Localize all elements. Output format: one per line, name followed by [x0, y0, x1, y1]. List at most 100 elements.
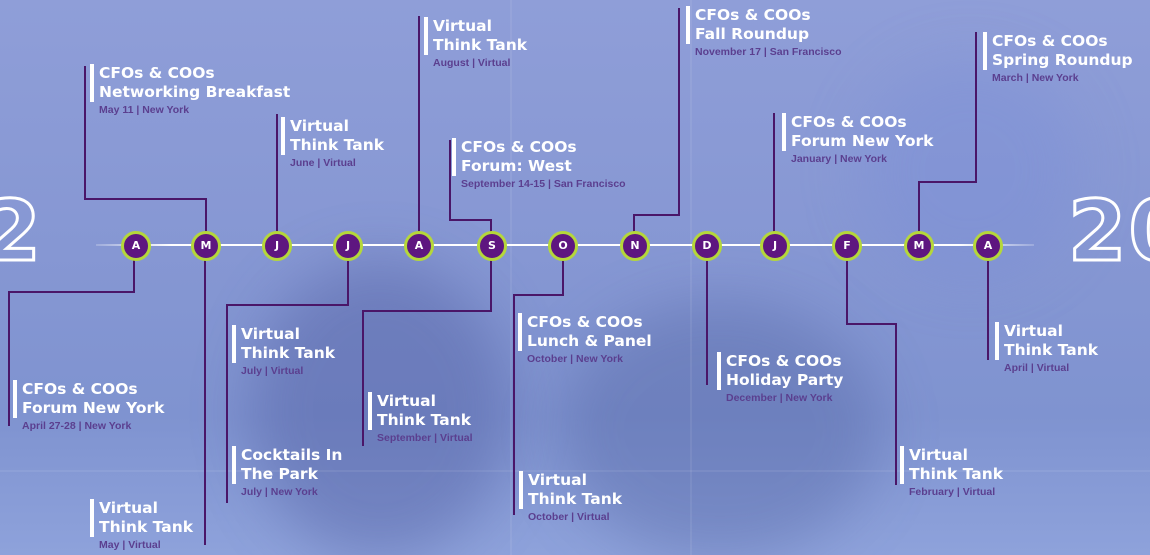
event-date: September 14-15 | San Francisco [461, 178, 626, 190]
event-date: September | Virtual [377, 432, 473, 444]
connector [918, 182, 920, 245]
event-holiday-party[interactable]: CFOs & COOs Holiday Party December | New… [717, 352, 843, 404]
event-title-line1: Cocktails In [241, 446, 343, 464]
event-title-line2: Fall Roundup [695, 25, 810, 43]
month-node-november[interactable]: N [620, 231, 650, 261]
event-title-line1: Virtual [241, 325, 300, 343]
event-lunch-and-panel[interactable]: CFOs & COOs Lunch & Panel October | New … [518, 313, 652, 365]
event-date: February | Virtual [909, 486, 996, 498]
month-node-january[interactable]: J [760, 231, 790, 261]
event-title-line1: CFOs & COOs [22, 380, 138, 398]
connector [133, 245, 135, 293]
month-node-june[interactable]: J [262, 231, 292, 261]
month-node-february[interactable]: F [832, 231, 862, 261]
event-title-line2: The Park [241, 465, 318, 483]
connector [226, 304, 349, 306]
event-title-line1: Virtual [909, 446, 968, 464]
event-title-line1: Virtual [290, 117, 349, 135]
connector [418, 16, 420, 245]
month-node-august[interactable]: A [404, 231, 434, 261]
connector [84, 198, 206, 200]
event-date: May | Virtual [99, 539, 161, 551]
event-think-tank-october[interactable]: Virtual Think Tank October | Virtual [519, 471, 623, 523]
event-date: October | New York [527, 353, 623, 365]
month-node-july[interactable]: J [333, 231, 363, 261]
event-title-line2: Forum New York [22, 399, 165, 417]
month-node-september[interactable]: S [477, 231, 507, 261]
event-date: April 27-28 | New York [22, 420, 132, 432]
event-title-line2: Think Tank [528, 490, 623, 508]
event-title-line1: Virtual [99, 499, 158, 517]
event-title-line1: Virtual [528, 471, 587, 489]
event-title-line1: CFOs & COOs [726, 352, 842, 370]
event-forum-new-york-april[interactable]: CFOs & COOs Forum New York April 27-28 |… [13, 380, 165, 432]
event-title-line2: Lunch & Panel [527, 332, 652, 350]
connector [84, 66, 86, 200]
month-node-october[interactable]: O [548, 231, 578, 261]
event-title-line1: CFOs & COOs [99, 64, 215, 82]
event-date: October | Virtual [528, 511, 610, 523]
event-title-line1: Virtual [377, 392, 436, 410]
event-forum-new-york-january[interactable]: CFOs & COOs Forum New York January | New… [782, 113, 934, 165]
connector [987, 245, 989, 360]
connector [513, 294, 515, 515]
connector [8, 291, 135, 293]
event-fall-roundup[interactable]: CFOs & COOs Fall Roundup November 17 | S… [686, 6, 842, 58]
connector [362, 310, 492, 312]
event-title-line2: Networking Breakfast [99, 83, 291, 101]
event-think-tank-september[interactable]: Virtual Think Tank September | Virtual [368, 392, 473, 444]
event-think-tank-july[interactable]: Virtual Think Tank July | Virtual [232, 325, 336, 377]
connector [633, 215, 635, 245]
event-title-line2: Think Tank [1004, 341, 1099, 359]
event-spring-roundup[interactable]: CFOs & COOs Spring Roundup March | New Y… [983, 32, 1133, 84]
event-title-line2: Think Tank [433, 36, 528, 54]
connector [362, 310, 364, 446]
connector [449, 140, 451, 221]
event-title-line2: Think Tank [377, 411, 472, 429]
event-date: March | New York [992, 72, 1079, 84]
connector [846, 323, 897, 325]
month-node-may[interactable]: M [191, 231, 221, 261]
event-networking-breakfast[interactable]: CFOs & COOs Networking Breakfast May 11 … [90, 64, 291, 116]
event-title-line1: CFOs & COOs [461, 138, 577, 156]
event-date: May 11 | New York [99, 104, 190, 116]
month-node-april-next[interactable]: A [973, 231, 1003, 261]
connector [633, 214, 680, 216]
connector [706, 245, 708, 385]
year-left-label: 22 [0, 181, 43, 282]
connector [276, 114, 278, 245]
event-title-line2: Think Tank [241, 344, 336, 362]
event-title-line2: Think Tank [290, 136, 385, 154]
event-think-tank-june[interactable]: Virtual Think Tank June | Virtual [281, 117, 385, 169]
connector [918, 181, 976, 183]
event-forum-west[interactable]: CFOs & COOs Forum: West September 14-15 … [452, 138, 626, 190]
event-title-line1: CFOs & COOs [992, 32, 1108, 50]
event-think-tank-august[interactable]: Virtual Think Tank August | Virtual [424, 17, 528, 69]
connector [975, 32, 977, 183]
month-node-april[interactable]: A [121, 231, 151, 261]
connector [678, 8, 680, 216]
event-think-tank-april[interactable]: Virtual Think Tank April | Virtual [995, 322, 1099, 374]
event-cocktails-in-the-park[interactable]: Cocktails In The Park July | New York [232, 446, 343, 498]
event-date: August | Virtual [433, 57, 511, 69]
connector [895, 323, 897, 485]
event-title-line2: Forum New York [791, 132, 934, 150]
event-date: April | Virtual [1004, 362, 1070, 374]
event-think-tank-february[interactable]: Virtual Think Tank February | Virtual [900, 446, 1003, 498]
connector [562, 245, 564, 295]
event-think-tank-may[interactable]: Virtual Think Tank May | Virtual [90, 499, 193, 551]
event-date: November 17 | San Francisco [695, 46, 842, 58]
connector [226, 304, 228, 503]
month-node-december[interactable]: D [692, 231, 722, 261]
connector [449, 219, 492, 221]
connector [204, 245, 206, 545]
event-date: December | New York [726, 392, 833, 404]
event-title-line1: CFOs & COOs [695, 6, 811, 24]
month-node-march[interactable]: M [904, 231, 934, 261]
event-title-line1: CFOs & COOs [791, 113, 907, 131]
connector [846, 245, 848, 324]
connector [490, 245, 492, 311]
connector [205, 198, 207, 245]
event-title-line1: Virtual [433, 17, 492, 35]
